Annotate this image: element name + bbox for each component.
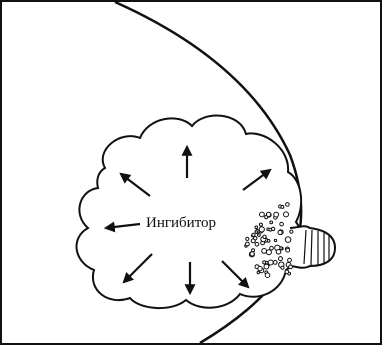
- duct-dot: [286, 203, 290, 207]
- duct-dot: [250, 252, 254, 256]
- duct-dot: [260, 212, 265, 217]
- duct-dot: [279, 257, 283, 261]
- duct-dot: [274, 212, 279, 217]
- duct-dot: [286, 248, 290, 252]
- duct-dot: [281, 205, 284, 208]
- duct-dot: [258, 266, 262, 270]
- duct-dot: [288, 258, 292, 262]
- duct-dot: [262, 249, 267, 254]
- duct-dot: [285, 237, 291, 243]
- duct-dot: [290, 230, 293, 233]
- duct-dot: [263, 235, 266, 238]
- duct-dot: [254, 237, 257, 240]
- duct-dot: [284, 212, 289, 217]
- duct-dot: [263, 261, 266, 264]
- duct-dot: [265, 273, 270, 278]
- duct-dot: [259, 223, 262, 226]
- duct-dot: [268, 260, 273, 265]
- duct-dot: [246, 237, 249, 240]
- center-label: Ингибитор: [146, 215, 216, 231]
- duct-dot: [258, 234, 261, 237]
- duct-dot: [278, 230, 282, 234]
- duct-dot: [255, 226, 258, 229]
- duct-dot: [274, 239, 276, 241]
- duct-dot: [246, 242, 250, 246]
- duct-dot: [255, 242, 259, 246]
- duct-dot: [266, 250, 271, 255]
- duct-dot: [281, 266, 284, 269]
- duct-dot: [252, 233, 255, 236]
- duct-dot: [259, 227, 264, 232]
- duct-dot: [264, 264, 269, 269]
- duct-dot: [280, 222, 284, 226]
- duct-dot: [270, 221, 273, 224]
- duct-dot: [255, 231, 258, 234]
- duct-dot: [276, 250, 281, 255]
- duct-dot: [273, 261, 277, 265]
- duct-dot: [285, 270, 289, 274]
- duct-dot: [266, 212, 270, 216]
- duct-dot: [269, 228, 272, 231]
- duct-dot: [270, 246, 274, 250]
- duct-dot: [289, 265, 293, 269]
